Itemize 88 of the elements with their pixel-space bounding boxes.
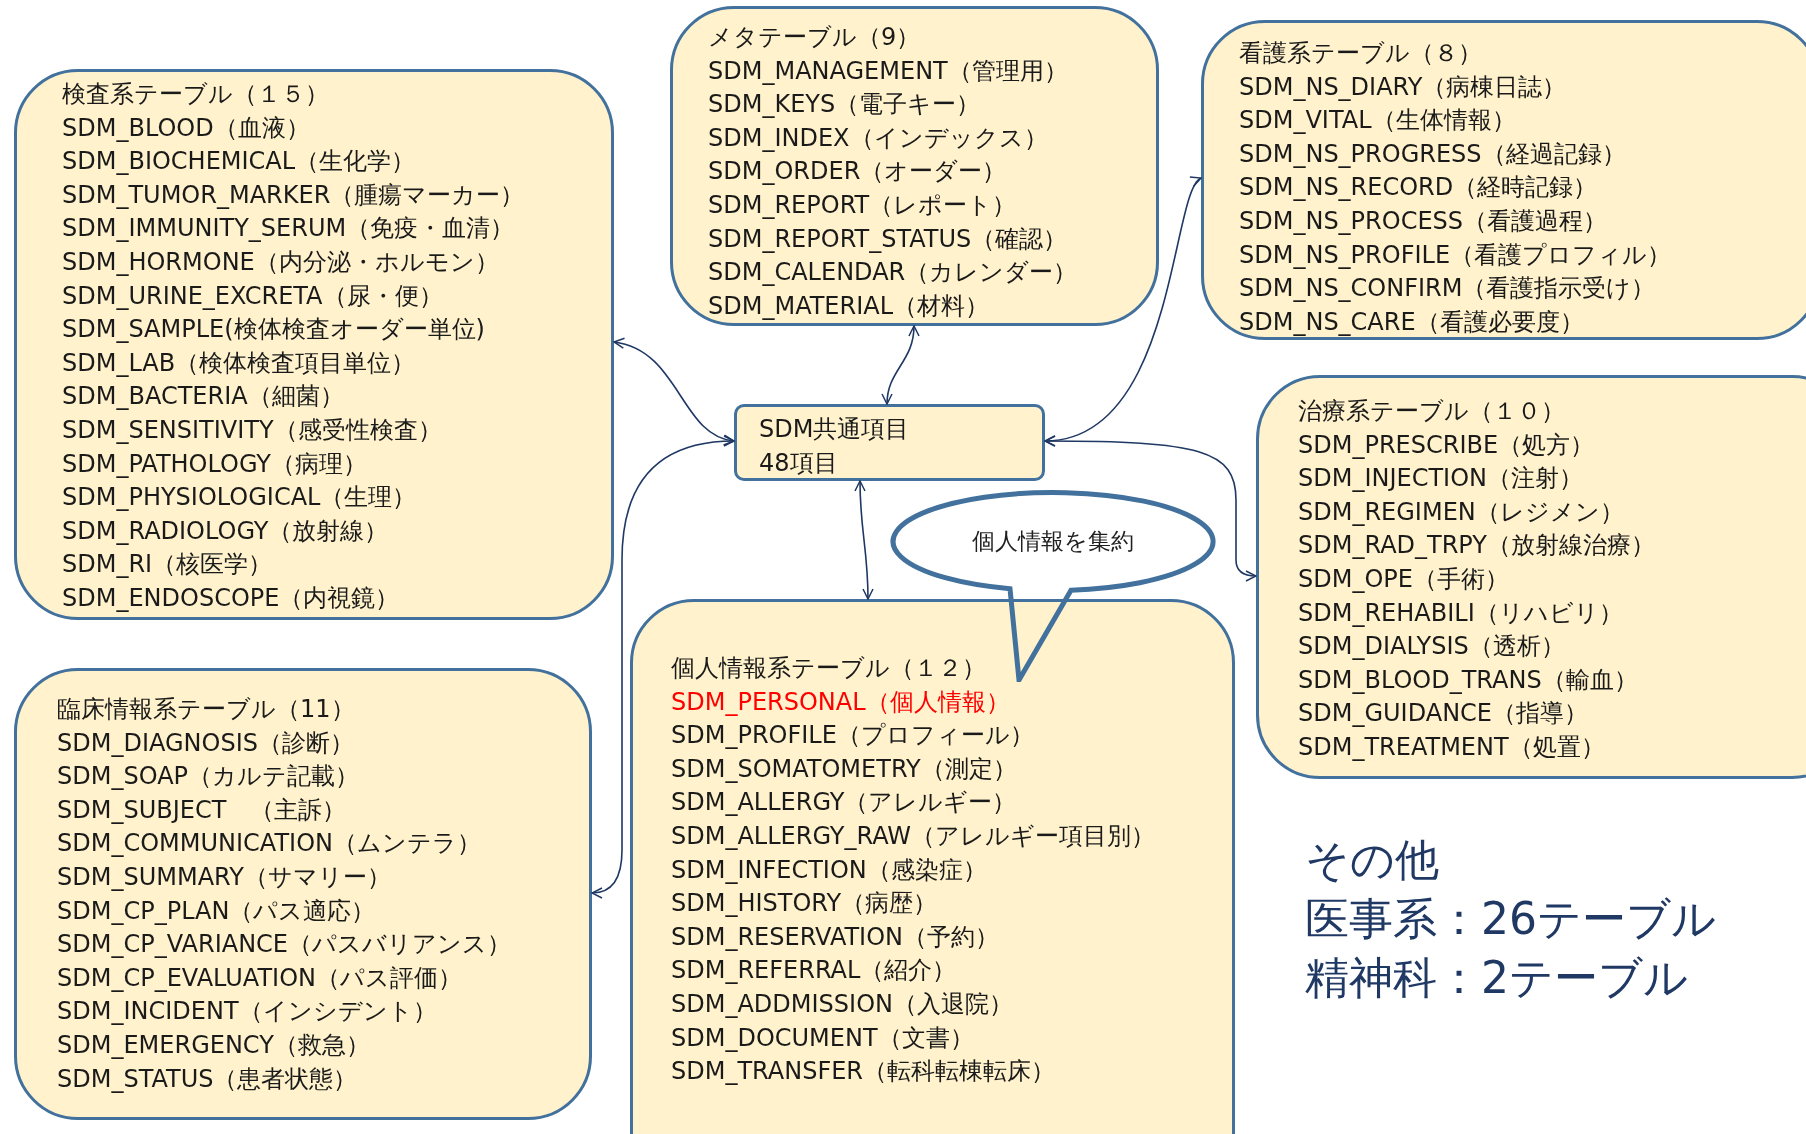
table-name-text: SDM_BACTERIA（細菌） — [62, 381, 344, 413]
table-group-box — [670, 6, 1159, 326]
table-name-text: SDM_SOMATOMETRY（測定） — [671, 753, 1017, 785]
group-heading: メタテーブル（9） — [708, 22, 921, 53]
table-name-text: SDM_MATERIAL（材料） — [708, 290, 990, 322]
table-name-text: SDM_PATHOLOGY（病理） — [62, 448, 367, 480]
table-name-text: SDM_SOAP（カルテ記載） — [57, 761, 359, 793]
table-name-text: SDM_ALLERGY（アレルギー） — [671, 787, 1017, 819]
speech-bubble — [889, 490, 1216, 682]
table-name-text: SDM_LAB（検体検査項目単位） — [62, 347, 416, 379]
table-name-text: SDM_RESERVATION（予約） — [671, 921, 1000, 953]
table-name-text: SDM_OPE（手術） — [1298, 563, 1509, 595]
table-name-text: SDM_SAMPLE(検体検査オーダー単位) — [62, 314, 485, 346]
table-name-text: SDM_REFERRAL（紹介） — [671, 955, 957, 987]
table-name-text: SDM共通項目 — [759, 414, 910, 445]
table-name-text: SDM_NS_PROCESS（看護過程） — [1239, 205, 1608, 237]
table-group-box — [14, 69, 614, 620]
table-name-text: SDM_ADDMISSION（入退院） — [671, 988, 1013, 1020]
table-name-text: SDM_BLOOD（血液） — [62, 112, 310, 144]
bubble-text: 個人情報を集約 — [971, 527, 1134, 557]
table-name-text: SDM_INCIDENT（インシデント） — [57, 996, 437, 1028]
table-name-text: SDM_TUMOR_MARKER（腫瘍マーカー） — [62, 179, 525, 211]
table-name-text: SDM_RAD_TRPY（放射線治療） — [1298, 530, 1655, 562]
table-name-text: SDM_TRANSFER（転科転棟転床） — [671, 1056, 1056, 1088]
table-name-text: SDM_COMMUNICATION（ムンテラ） — [57, 828, 481, 860]
table-name-text: SDM_KEYS（電子キー） — [708, 89, 981, 121]
table-name-text: SDM_URINE_EXCRETA（尿・便） — [62, 280, 443, 312]
table-name-text: SDM_IMMUNITY_SERUM（免疫・血清） — [62, 213, 515, 245]
group-heading: 個人情報系テーブル（１２） — [671, 653, 986, 684]
table-name-text: SDM_DIAGNOSIS（診断） — [57, 727, 354, 759]
table-name-text: SDM_REGIMEN（レジメン） — [1298, 496, 1624, 528]
table-name-text: SDM_SENSITIVITY（感受性検査） — [62, 414, 442, 446]
table-group-box — [14, 668, 592, 1120]
table-name-text: SDM_NS_PROGRESS（経過記録） — [1239, 138, 1626, 170]
table-name-text: SDM_CP_PLAN（パス適応） — [57, 895, 376, 927]
table-name-text: SDM_CP_VARIANCE（パスバリアンス） — [57, 929, 511, 961]
connector-arrow — [1044, 435, 1257, 582]
table-name-text: SDM_CP_EVALUATION（パス評価） — [57, 962, 462, 994]
table-name-text: SDM_INJECTION（注射） — [1298, 463, 1584, 495]
group-heading: 看護系テーブル（８） — [1239, 38, 1482, 69]
table-name-text: SDM_REHABILI（リハビリ） — [1298, 597, 1623, 629]
table-name-text: SDM_BLOOD_TRANS（輸血） — [1298, 664, 1638, 696]
summary-note: 精神科：2テーブル — [1305, 951, 1689, 1005]
table-name-text: SDM_CALENDAR（カレンダー） — [708, 257, 1078, 289]
common-items-box — [734, 404, 1045, 481]
group-heading: 治療系テーブル（１０） — [1298, 396, 1565, 427]
connector-arrow — [854, 480, 874, 600]
table-name-text: SDM_PRESCRIBE（処方） — [1298, 429, 1595, 461]
table-group-box — [1201, 20, 1806, 340]
table-name-text: SDM_PHYSIOLOGICAL（生理） — [62, 482, 417, 514]
table-name-text: SDM_RADIOLOGY（放射線） — [62, 515, 389, 547]
table-name-text: SDM_EMERGENCY（救急） — [57, 1029, 370, 1061]
table-name-text: SDM_TREATMENT（処置） — [1298, 731, 1605, 763]
table-group-box — [1256, 375, 1806, 779]
table-name-text: SDM_NS_PROFILE（看護プロフィル） — [1239, 239, 1672, 271]
table-name-text: SDM_ENDOSCOPE（内視鏡） — [62, 582, 400, 614]
summary-note: その他 — [1305, 833, 1440, 887]
table-name-text: SDM_INDEX（インデックス） — [708, 122, 1048, 154]
table-name-text: SDM_MANAGEMENT（管理用） — [708, 55, 1068, 87]
table-name-text: SDM_ORDER（オーダー） — [708, 156, 1007, 188]
group-heading: 検査系テーブル（１５） — [62, 79, 329, 110]
table-name-text: SDM_NS_RECORD（経時記録） — [1239, 172, 1598, 204]
table-name-text: SDM_REPORT（レポート） — [708, 189, 1017, 221]
table-name-text: SDM_NS_CARE（看護必要度） — [1239, 306, 1584, 338]
table-name-text: SDM_REPORT_STATUS（確認） — [708, 223, 1068, 255]
table-name-text: SDM_INFECTION（感染症） — [671, 854, 987, 886]
table-group-box — [630, 599, 1235, 1134]
summary-note: 医事系：26テーブル — [1305, 892, 1716, 946]
table-name-text: SDM_GUIDANCE（指導） — [1298, 698, 1588, 730]
table-name-text: SDM_HISTORY（病歴） — [671, 888, 938, 920]
table-name-text: SDM_NS_DIARY（病棟日誌） — [1239, 71, 1567, 103]
table-name-text: SDM_VITAL（生体情報） — [1239, 105, 1516, 137]
table-name-text: SDM_SUBJECT （主訴） — [57, 794, 347, 826]
group-heading: 臨床情報系テーブル（11） — [57, 694, 355, 725]
table-name-text: SDM_ALLERGY_RAW（アレルギー項目別） — [671, 820, 1156, 852]
table-name-text: 48項目 — [759, 447, 838, 479]
connector-arrow — [881, 325, 920, 405]
table-name-text: SDM_HORMONE（内分泌・ホルモン） — [62, 246, 499, 278]
table-name-text: SDM_PROFILE（プロフィール） — [671, 720, 1034, 752]
table-name-text: SDM_BIOCHEMICAL（生化学） — [62, 146, 416, 178]
table-name-text: SDM_RI（核医学） — [62, 549, 273, 581]
table-name-text: SDM_PERSONAL（個人情報） — [671, 686, 1010, 718]
connector-arrow — [591, 435, 735, 899]
table-name-text: SDM_DOCUMENT（文書） — [671, 1022, 974, 1054]
table-name-text: SDM_SUMMARY（サマリー） — [57, 861, 391, 893]
table-name-text: SDM_DIALYSIS（透析） — [1298, 631, 1565, 663]
table-name-text: SDM_NS_CONFIRM（看護指示受け） — [1239, 273, 1656, 305]
table-name-text: SDM_STATUS（患者状態） — [57, 1063, 358, 1095]
